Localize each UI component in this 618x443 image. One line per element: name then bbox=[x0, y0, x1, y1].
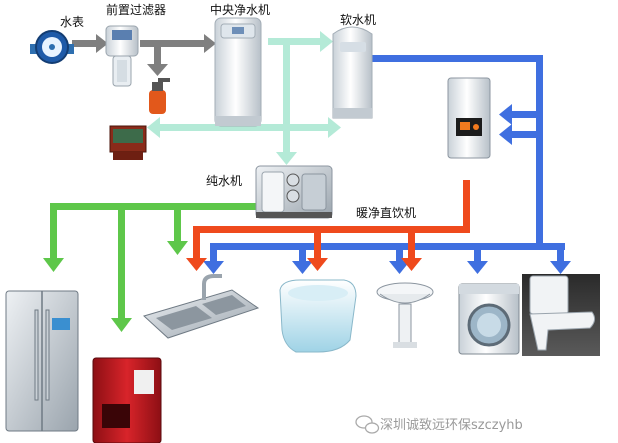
label-central-purifier: 中央净水机 bbox=[210, 3, 271, 17]
washing-machine-icon bbox=[458, 283, 520, 355]
watermark-text: 深圳诚致远环保szczyhb bbox=[380, 418, 523, 433]
drinking-water-dispenser-icon bbox=[92, 357, 162, 443]
water-meter-icon bbox=[30, 30, 74, 64]
hot-water-arrows bbox=[186, 180, 470, 271]
purified-water-arrows bbox=[147, 31, 341, 165]
aquarium-icon bbox=[109, 125, 147, 160]
central-purifier-icon bbox=[214, 17, 262, 127]
label-pure-water-machine: 纯水机 bbox=[206, 174, 243, 188]
kitchen-sink-icon bbox=[143, 274, 260, 339]
wechat-icon bbox=[355, 415, 380, 434]
water-heater-icon bbox=[447, 77, 491, 159]
soft-water-arrows bbox=[203, 55, 571, 274]
label-softener: 软水机 bbox=[340, 13, 377, 27]
pre-filter-icon bbox=[105, 25, 139, 87]
wash-basin-icon bbox=[376, 282, 434, 348]
drain-valve-icon bbox=[149, 78, 170, 114]
refrigerator-icon bbox=[5, 290, 79, 432]
label-water-meter: 水表 bbox=[60, 15, 85, 29]
label-pre-filter: 前置过滤器 bbox=[106, 3, 167, 17]
toilet-icon bbox=[522, 274, 600, 356]
bathtub-icon bbox=[279, 279, 357, 353]
pure-water-machine-icon bbox=[255, 165, 333, 219]
raw-water-arrows bbox=[72, 34, 216, 76]
label-warm-drinker: 暖净直饮机 bbox=[356, 206, 417, 220]
water-softener-icon bbox=[332, 26, 373, 119]
pure-water-arrows bbox=[43, 203, 256, 332]
